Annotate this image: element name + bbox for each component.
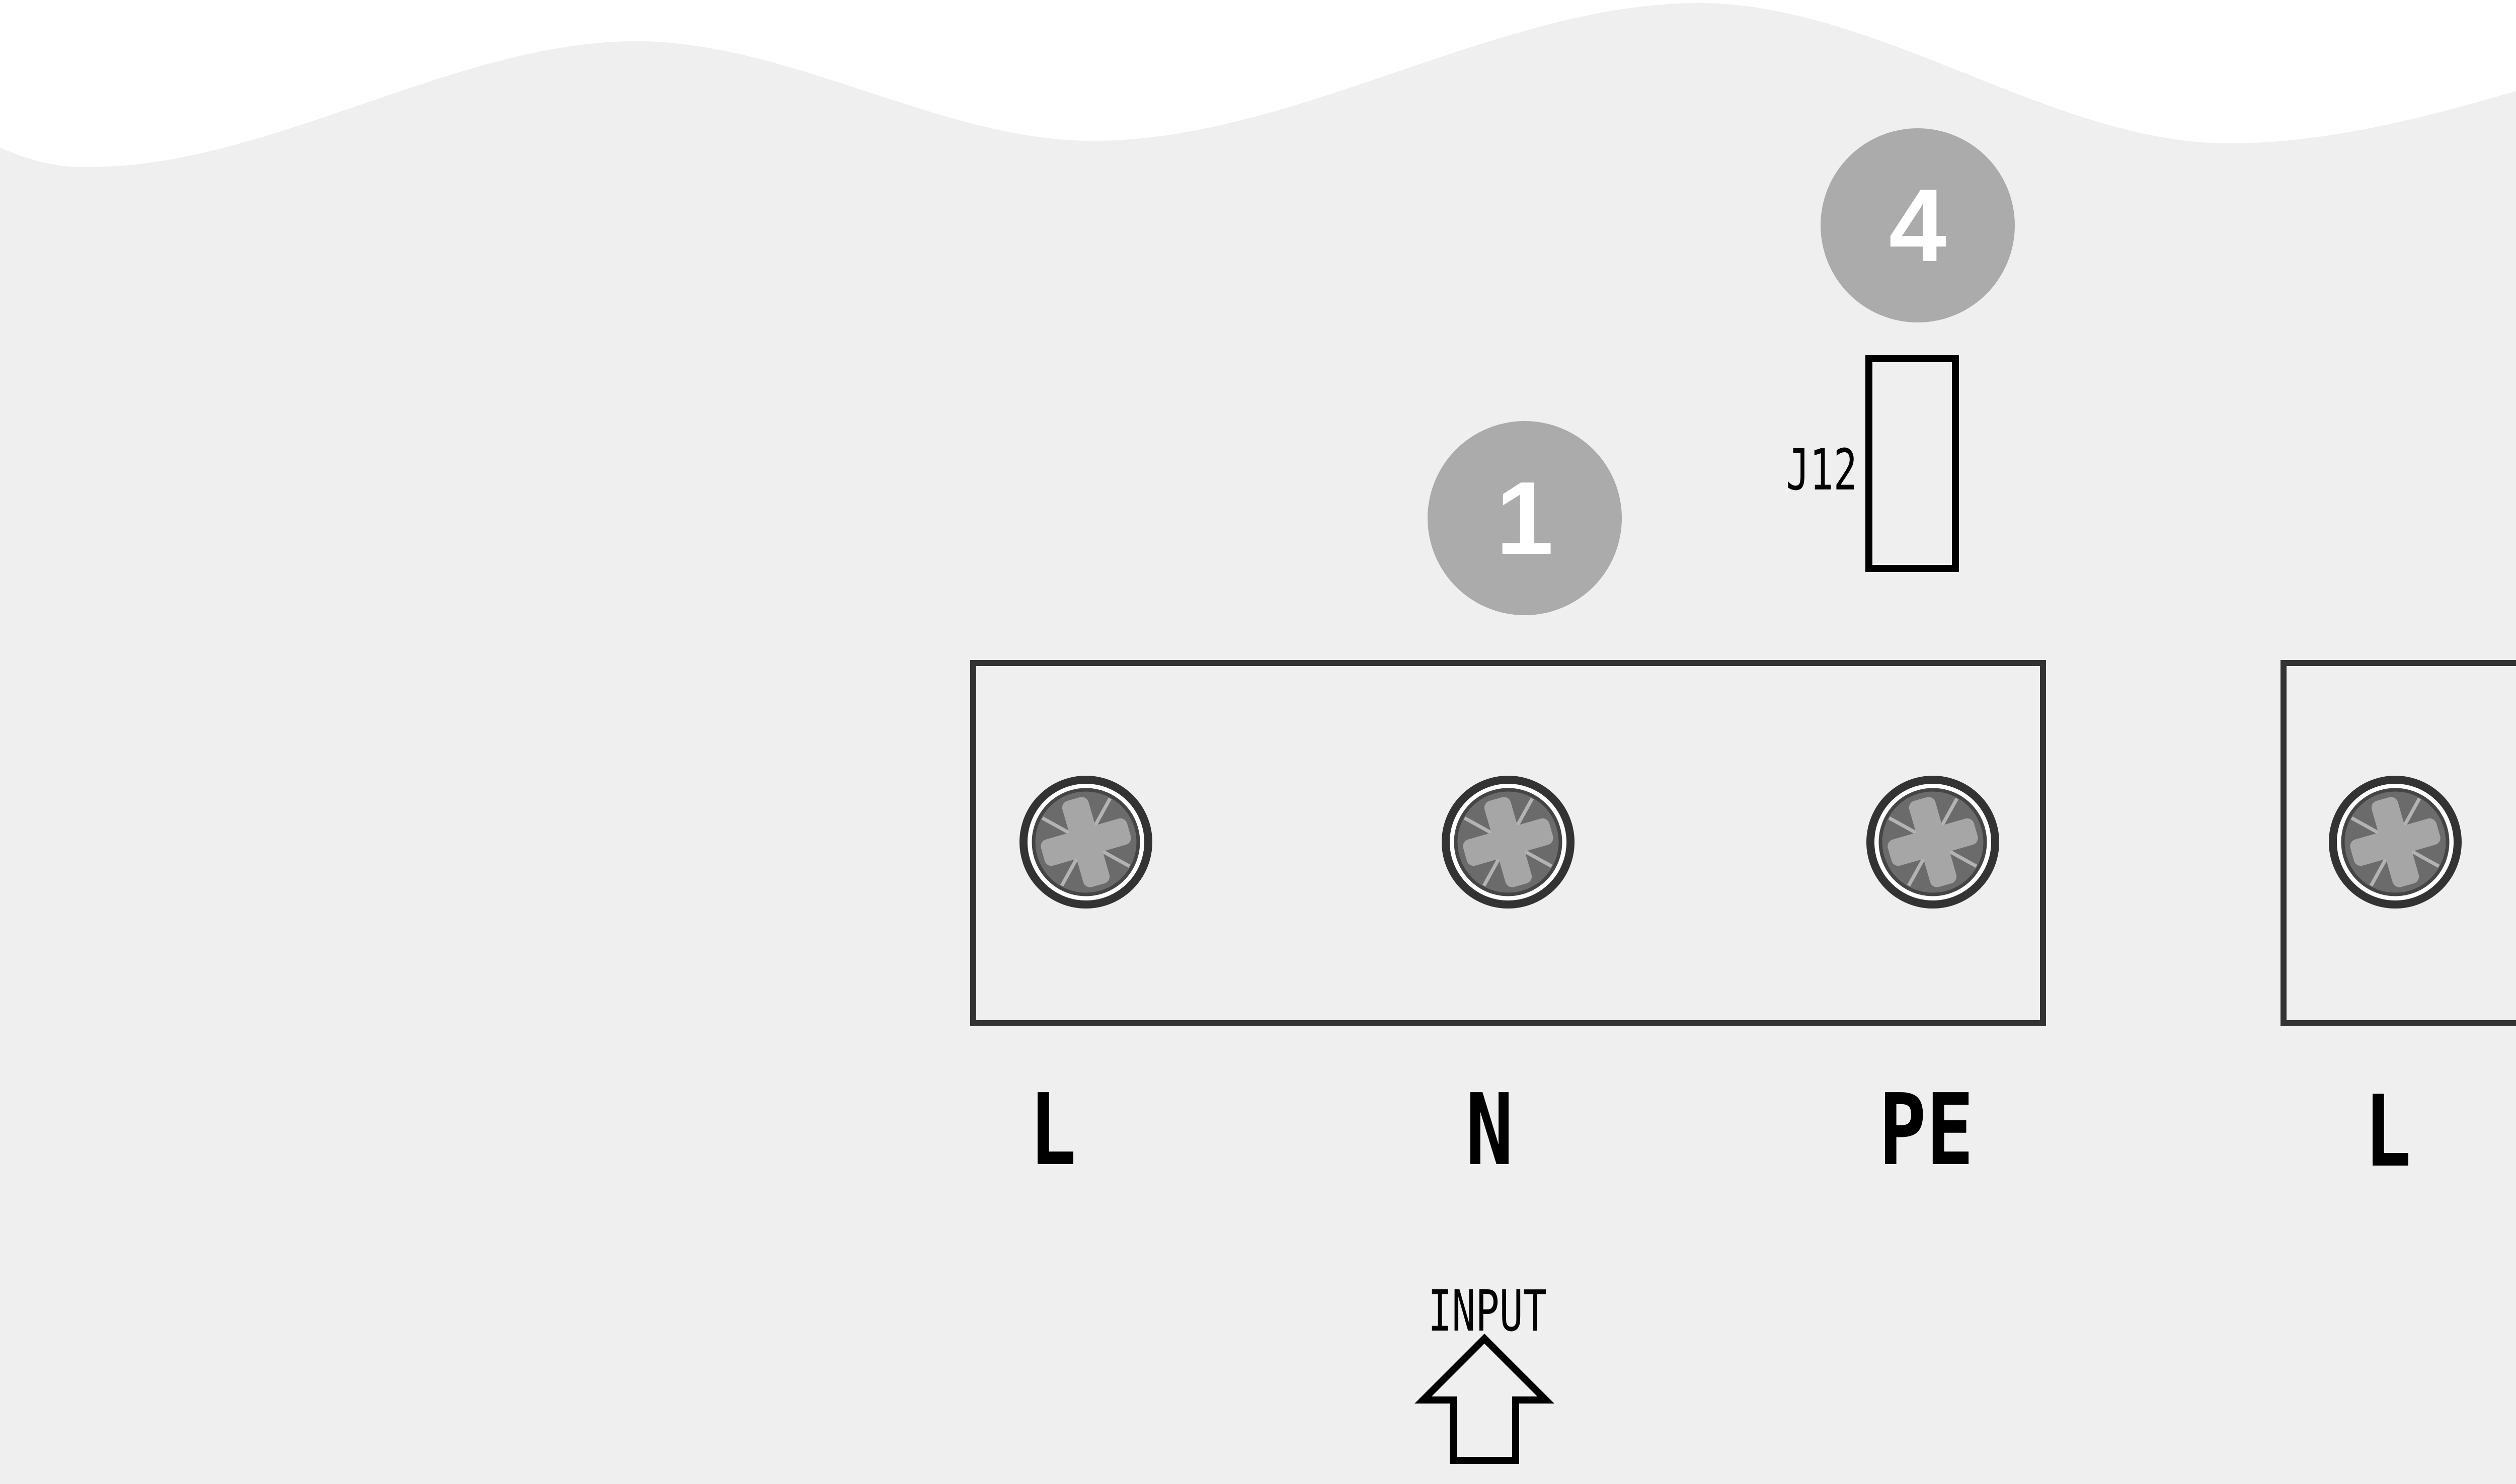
input-screw-pe-icon[interactable] <box>1862 772 2003 913</box>
output-terminal-block <box>2281 660 2516 1026</box>
output-terminal-label-l: L <box>2364 1075 2412 1189</box>
callout-4-j12-connector: 4 <box>1821 128 2015 322</box>
input-screw-n-icon[interactable] <box>1438 772 1579 913</box>
input-terminal-label-n: N <box>1465 1073 1514 1188</box>
input-terminal-label-l: L <box>1029 1073 1077 1188</box>
input-terminal-block <box>970 660 2046 1026</box>
input-flow-label: INPUT <box>1428 1279 1547 1344</box>
input-up-arrow-icon <box>1414 1334 1554 1464</box>
output-screw-l-icon[interactable] <box>2325 772 2466 913</box>
connector-j12-label: J12 <box>1786 438 1857 503</box>
callout-1-input-terminal: 1 <box>1428 421 1622 615</box>
connector-j12-outline <box>1865 355 1959 572</box>
panel-wave-shape <box>0 3 2516 1484</box>
input-screw-l-icon[interactable] <box>1015 772 1156 913</box>
input-terminal-label-pe: PE <box>1878 1073 1974 1188</box>
